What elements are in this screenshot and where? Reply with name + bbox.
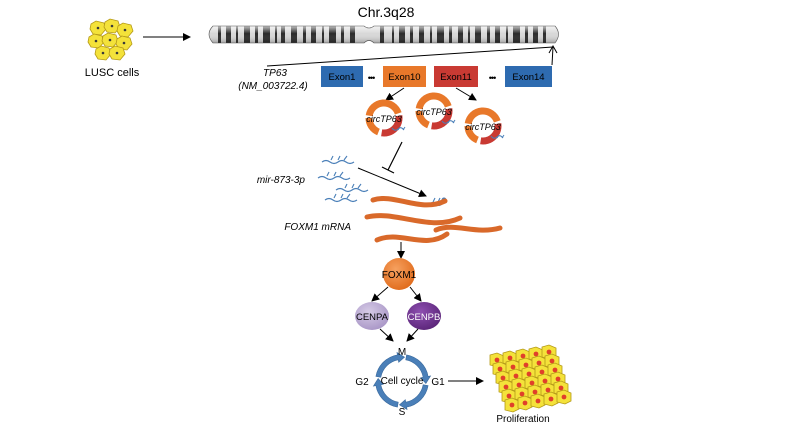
circrna-label-1: circTP63 xyxy=(366,114,402,124)
phase-m-label: M xyxy=(398,347,406,358)
cell-cycle-arc xyxy=(398,384,429,411)
exon-11: Exon11 xyxy=(434,66,478,87)
phase-g1-label: G1 xyxy=(431,377,445,388)
foxm1-label: FOXM1 xyxy=(382,270,417,281)
exon-ellipsis-right: ••• xyxy=(489,73,496,83)
circrna-segment xyxy=(431,108,453,130)
proliferating-cell xyxy=(556,389,572,405)
circrna-segment xyxy=(415,110,431,129)
lusc-cells-icon xyxy=(87,18,134,61)
circrna-segment xyxy=(464,107,501,125)
proliferating-cell xyxy=(517,395,533,411)
exon-ellipsis-left: ••• xyxy=(368,73,375,83)
phase-g2-label: G2 xyxy=(355,377,369,388)
circrna-segment xyxy=(464,125,480,144)
phase-s-label: S xyxy=(399,407,406,418)
circrna-segment xyxy=(365,117,381,136)
exon-14-label: Exon14 xyxy=(512,72,544,83)
proliferating-cell xyxy=(504,397,520,413)
proliferating-cell xyxy=(543,391,559,407)
circrna-ring-3 xyxy=(464,107,505,145)
circrna-segment xyxy=(480,123,502,145)
proliferating-cell xyxy=(530,393,546,409)
lusc-cells-label: LUSC cells xyxy=(85,67,140,79)
circrna-inhibition xyxy=(381,141,403,174)
cell-cycle-arc xyxy=(372,377,399,408)
circrna-label-2: circTP63 xyxy=(416,107,452,117)
locus-zoom-lines xyxy=(266,44,558,67)
circrna-ring-1 xyxy=(365,99,406,137)
circrna-ring-2 xyxy=(415,92,456,130)
exon-11-label: Exon11 xyxy=(440,72,472,83)
gene-name: TP63 xyxy=(263,68,287,79)
circrna-mirna-sponge xyxy=(441,119,456,124)
exon-1: Exon1 xyxy=(321,66,363,87)
gene-accession: (NM_003722.4) xyxy=(238,81,307,92)
circrna-segment xyxy=(415,92,452,110)
foxm1-target-arrows xyxy=(371,286,422,302)
circrna-mirna-sponge xyxy=(391,126,406,131)
exon-10: Exon10 xyxy=(383,66,426,87)
exon-1-label: Exon1 xyxy=(329,72,356,83)
mrna-label: FOXM1 mRNA xyxy=(284,222,351,233)
cell-cycle-center-label: Cell cycle xyxy=(381,376,424,387)
cenpb-label: CENPB xyxy=(408,312,441,323)
cell-cycle-arc xyxy=(405,354,432,385)
foxm1-mrna-strands xyxy=(364,196,503,243)
circrna-segment xyxy=(365,99,402,117)
cell-cycle-arc xyxy=(375,351,406,378)
cenpa-label: CENPA xyxy=(356,312,389,323)
foxm1-protein: FOXM1 xyxy=(382,258,417,290)
proliferation-label: Proliferation xyxy=(496,414,549,425)
circrna-mirna-sponge xyxy=(490,134,505,139)
mirna-icon xyxy=(317,155,369,203)
chromosome-bar xyxy=(208,25,559,44)
cenpb-protein: CENPB xyxy=(407,302,441,330)
cenp-to-cycle-arrows xyxy=(379,328,419,342)
mirna-label: mir-873-3p xyxy=(257,175,306,186)
exon-14: Exon14 xyxy=(505,66,552,87)
circrna-label-3: circTP63 xyxy=(465,122,501,132)
cell-cycle-diagram: Cell cycle M G1 S G2 xyxy=(355,347,445,418)
circrna-segment xyxy=(381,115,403,137)
exon-10-label: Exon10 xyxy=(388,72,420,83)
cenpa-protein: CENPA xyxy=(355,302,389,330)
chromosome-title: Chr.3q28 xyxy=(358,4,415,20)
proliferation-cells-icon xyxy=(489,344,572,413)
mirna-binding-arrow xyxy=(357,167,427,198)
exon-to-circrna-arrows xyxy=(385,87,477,101)
